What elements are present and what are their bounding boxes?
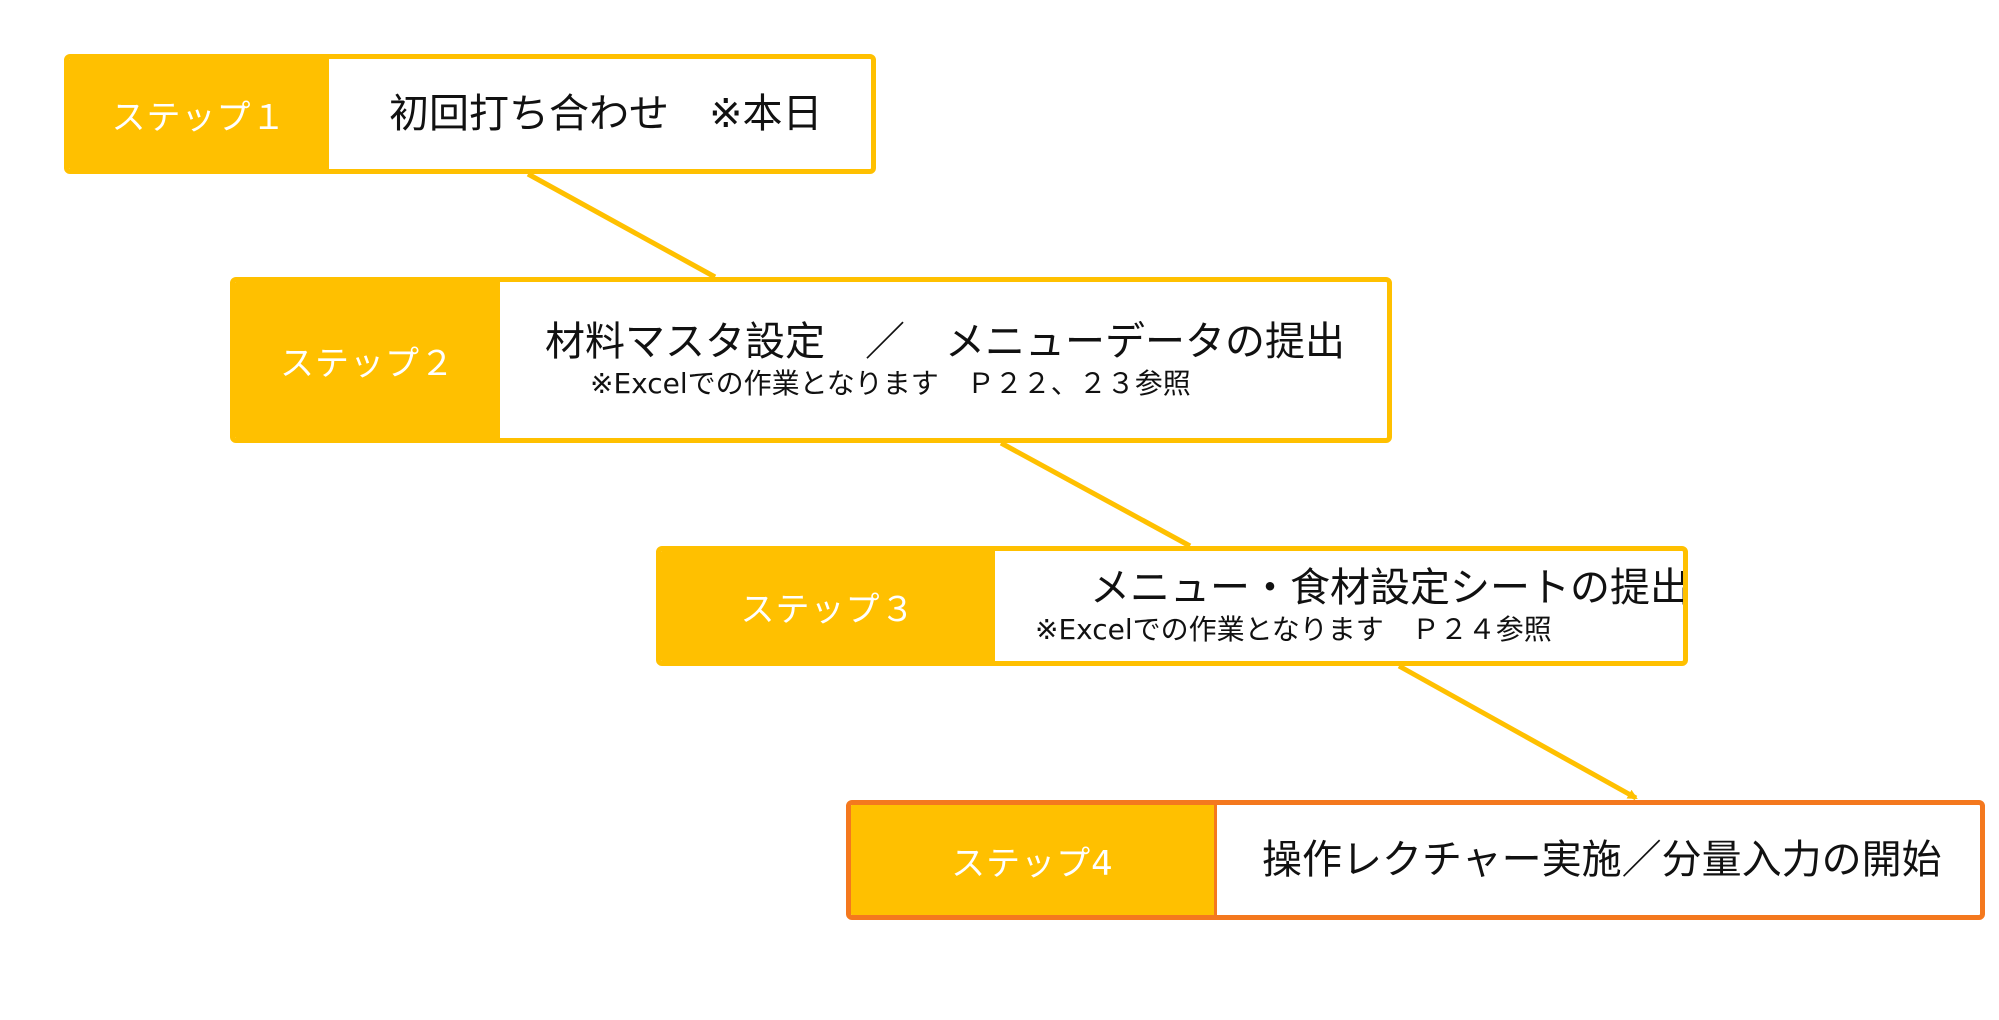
step-2-title: 材料マスタ設定 ／ メニューデータの提出 bbox=[545, 318, 1345, 365]
step-4-title: 操作レクチャー実施／分量入力の開始 bbox=[1262, 837, 1942, 883]
connector-step2-step3 bbox=[999, 440, 1192, 549]
step-2-note: ※Excelでの作業となります Ｐ２２、２３参照 bbox=[590, 366, 1191, 400]
step-2-content: 材料マスタ設定 ／ メニューデータの提出 ※Excelでの作業となります Ｐ２２… bbox=[500, 282, 1387, 438]
step-4-box: ステップ4 操作レクチャー実施／分量入力の開始 bbox=[846, 800, 1985, 920]
step-3-note: ※Excelでの作業となります Ｐ２４参照 bbox=[1035, 612, 1552, 646]
step-4-label: ステップ4 bbox=[851, 805, 1217, 915]
step-2-box: ステップ２ 材料マスタ設定 ／ メニューデータの提出 ※Excelでの作業となり… bbox=[230, 277, 1392, 443]
step-2-label: ステップ２ bbox=[235, 282, 500, 438]
step-1-content: 初回打ち合わせ ※本日 bbox=[329, 59, 871, 169]
step-4-content: 操作レクチャー実施／分量入力の開始 bbox=[1217, 805, 1980, 915]
step-1-box: ステップ１ 初回打ち合わせ ※本日 bbox=[64, 54, 876, 174]
step-1-title: 初回打ち合わせ ※本日 bbox=[389, 91, 823, 137]
step-1-label: ステップ１ bbox=[69, 59, 329, 169]
step-3-content: メニュー・食材設定シートの提出 ※Excelでの作業となります Ｐ２４参照 bbox=[995, 551, 1688, 661]
connector-step3-step4 bbox=[1397, 663, 1638, 801]
step-3-title: メニュー・食材設定シートの提出 bbox=[1090, 564, 1688, 611]
step-3-label: ステップ３ bbox=[661, 551, 995, 661]
connector-step1-step2 bbox=[526, 171, 717, 280]
step-3-box: ステップ３ メニュー・食材設定シートの提出 ※Excelでの作業となります Ｐ２… bbox=[656, 546, 1688, 666]
